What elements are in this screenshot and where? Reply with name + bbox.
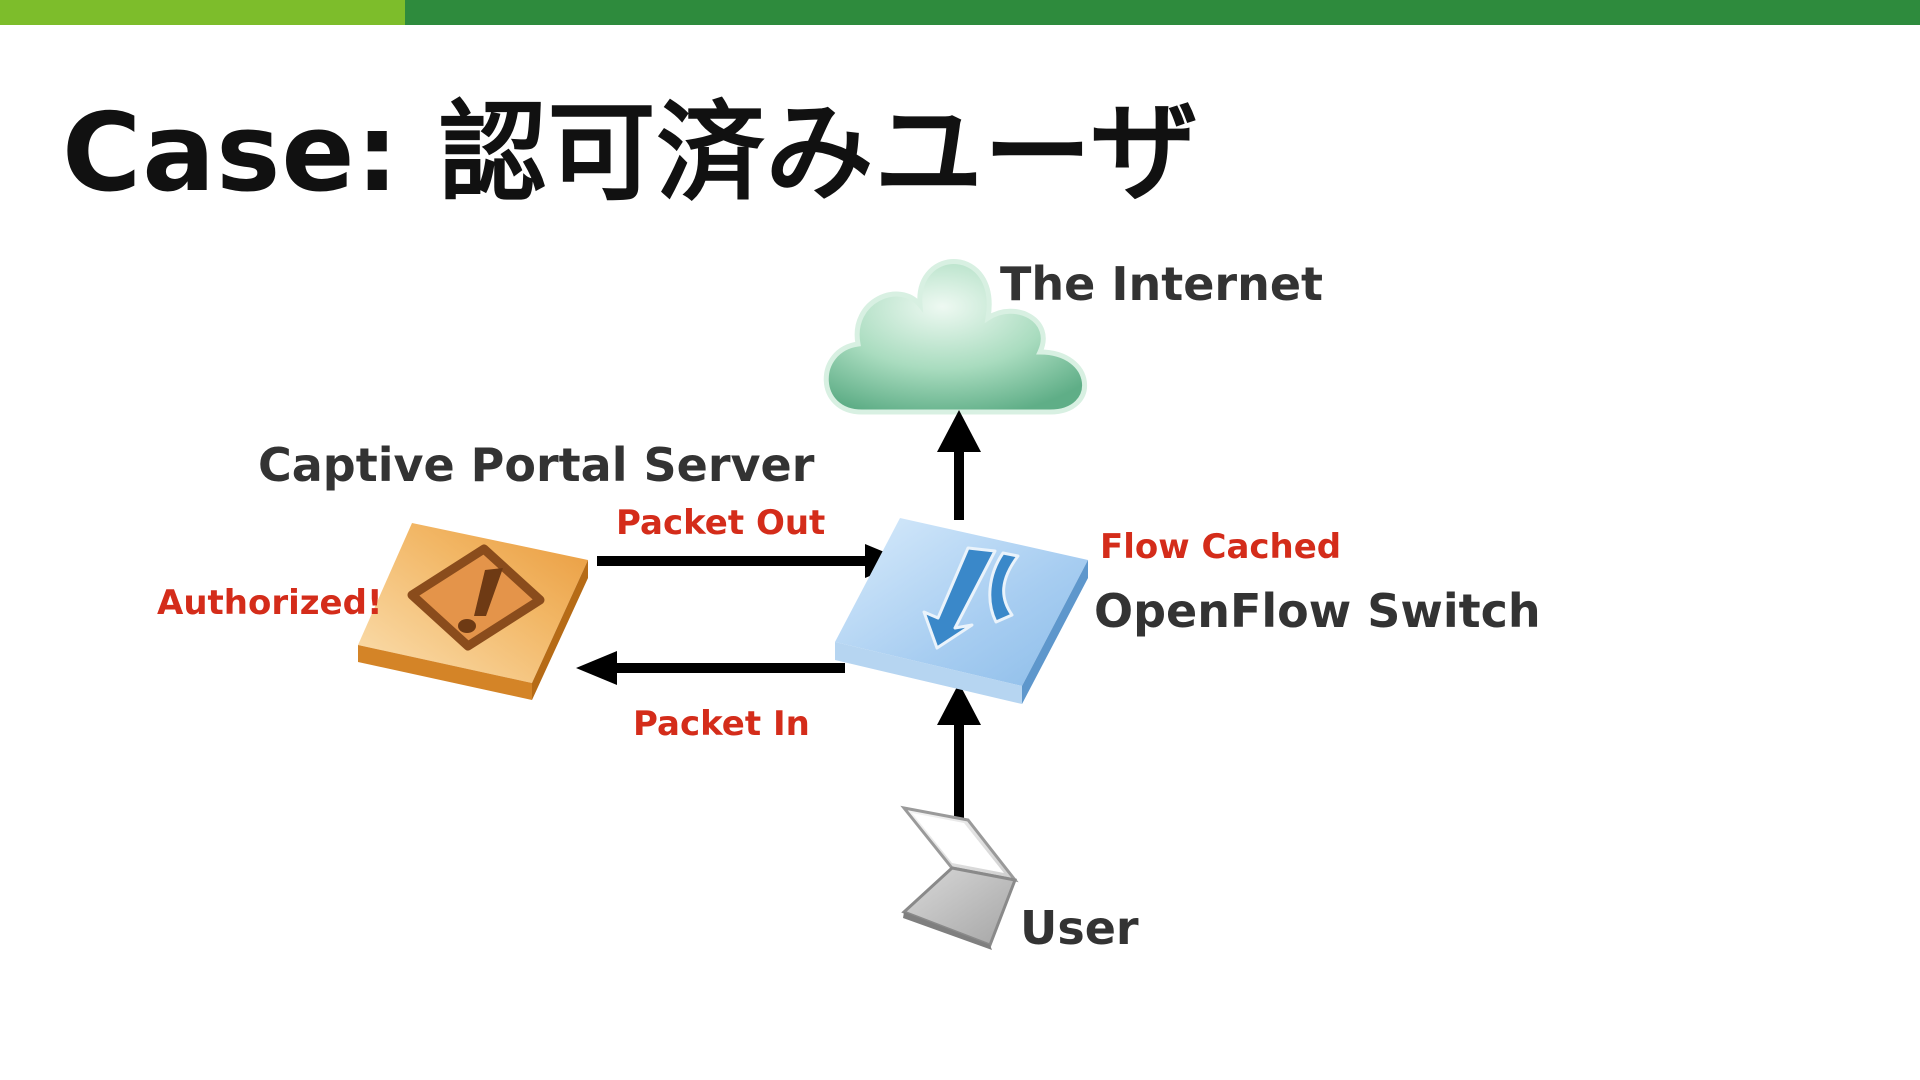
warning-box-icon bbox=[358, 523, 588, 700]
top-accent-bar-dark bbox=[405, 0, 1920, 25]
node-label-captive-portal: Captive Portal Server bbox=[258, 438, 815, 492]
laptop-icon bbox=[900, 805, 1019, 950]
node-label-openflow-switch: OpenFlow Switch bbox=[1094, 584, 1541, 638]
annotation-authorized: Authorized! bbox=[157, 583, 383, 623]
edge-label-packet-in: Packet In bbox=[633, 704, 810, 744]
annotation-flow-cached: Flow Cached bbox=[1100, 527, 1342, 567]
cloud-icon bbox=[823, 259, 1088, 415]
edge-label-packet-out: Packet Out bbox=[616, 503, 826, 543]
node-label-internet: The Internet bbox=[1000, 257, 1324, 311]
top-accent-bar bbox=[0, 0, 1920, 25]
slide-title: Case: 認可済みユーザ bbox=[62, 91, 1200, 216]
arrow-packet-in bbox=[576, 651, 845, 685]
node-label-user: User bbox=[1020, 901, 1139, 955]
switch-icon bbox=[835, 518, 1088, 704]
arrow-switch-to-internet bbox=[937, 410, 981, 520]
top-accent-bar-light bbox=[0, 0, 405, 25]
arrow-packet-out bbox=[597, 544, 906, 578]
arrow-user-to-switch bbox=[937, 683, 981, 820]
